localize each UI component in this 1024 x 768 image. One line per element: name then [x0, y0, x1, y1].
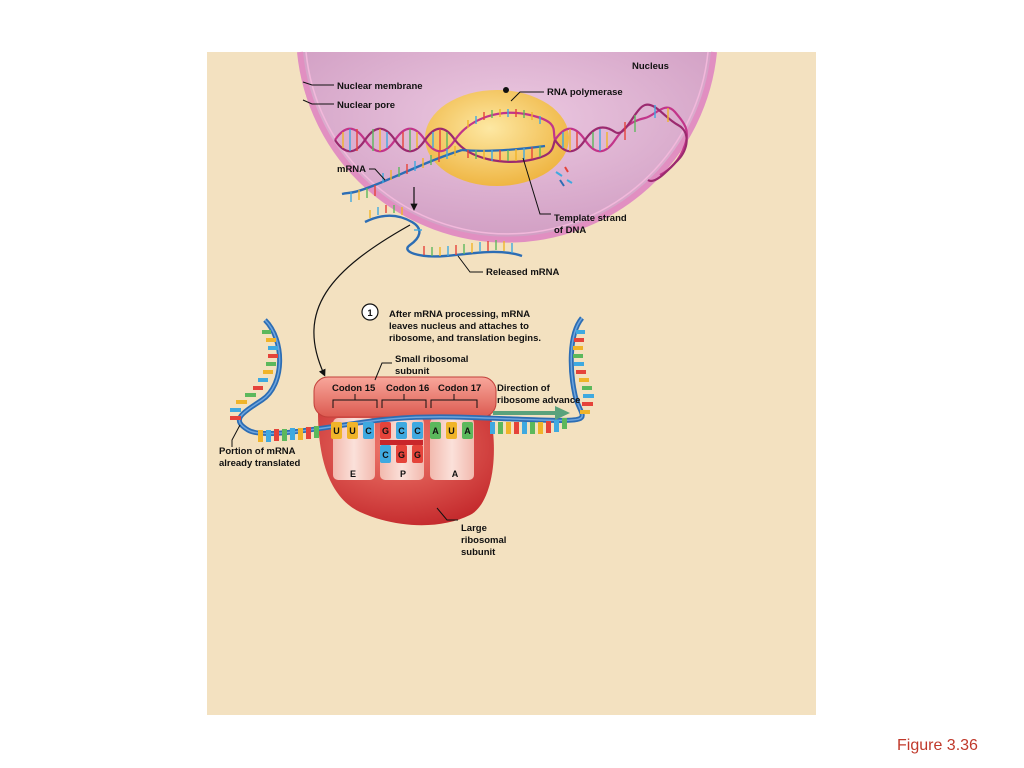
small-subunit-label-2: subunit	[395, 366, 430, 377]
rna-polymerase	[425, 90, 569, 186]
large-subunit-label: Large	[461, 523, 487, 534]
codon-base: G	[382, 426, 389, 436]
mrna-ribbon	[236, 316, 585, 436]
e-site-label: E	[350, 469, 356, 479]
step-description-1: After mRNA processing, mRNA	[389, 309, 530, 320]
codon-17-label: Codon 17	[438, 383, 481, 394]
dna-base-pairs	[342, 105, 669, 151]
bubble-bases	[467, 109, 541, 161]
codon-brackets	[332, 394, 478, 408]
rna-polymerase-label: RNA polymerase	[547, 87, 623, 98]
large-subunit-label-2: ribosomal	[461, 535, 506, 546]
step-number-circle	[361, 303, 379, 321]
ribosome-direction-arrow	[493, 406, 570, 420]
step-description-3: ribosome, and translation begins.	[389, 333, 541, 344]
leader-lines	[231, 81, 551, 521]
codon-base: A	[464, 426, 471, 436]
codon-base: U	[333, 426, 340, 436]
anticodon-base: G	[414, 450, 421, 460]
nuclear-pores	[297, 95, 723, 301]
mrna-growing-strand	[341, 146, 463, 202]
codon-base: C	[398, 426, 405, 436]
codon-base: C	[365, 426, 372, 436]
nucleus-label: Nucleus	[632, 61, 669, 72]
a-site-label: A	[452, 469, 459, 479]
direction-label: Direction of	[497, 383, 551, 394]
trna-anticodon: C G G	[380, 440, 423, 463]
anticodon-base: G	[398, 450, 405, 460]
codon-base: U	[448, 426, 455, 436]
step-number: 1	[367, 308, 373, 319]
small-subunit-label: Small ribosomal	[395, 354, 468, 365]
anticodon-base: C	[382, 450, 389, 460]
mrna-ribbon-bases	[230, 330, 594, 442]
figure-caption: Figure 3.36	[897, 737, 978, 754]
template-strand-label-2: of DNA	[554, 225, 586, 236]
codon-16-label: Codon 16	[386, 383, 429, 394]
translated-portion-label-2: already translated	[219, 458, 301, 469]
nuclear-pore-label: Nuclear pore	[337, 100, 395, 111]
codon-tiles	[331, 422, 473, 439]
codon-bases: U U C G C C A U A	[333, 426, 471, 436]
nucleotide-dot	[503, 87, 509, 93]
codon-base: U	[349, 426, 356, 436]
export-arrow	[313, 224, 411, 377]
transcription-bubble	[454, 111, 557, 163]
dna-helix	[334, 103, 689, 183]
large-subunit-label-3: subunit	[461, 547, 496, 558]
step-description-2: leaves nucleus and attaches to	[389, 321, 529, 332]
mrna-label: mRNA	[337, 164, 366, 175]
translated-portion-label: Portion of mRNA	[219, 446, 296, 457]
codon-15-label: Codon 15	[332, 383, 376, 394]
codon-base: C	[414, 426, 421, 436]
released-mrna-label: Released mRNA	[486, 267, 560, 278]
direction-label-2: ribosome advance	[497, 395, 580, 406]
template-strand-label: Template strand	[554, 213, 627, 224]
codon-base: A	[432, 426, 439, 436]
p-site-label: P	[400, 469, 406, 479]
free-nucleotides	[555, 166, 573, 187]
nuclear-membrane-label: Nuclear membrane	[337, 81, 423, 92]
released-mrna	[364, 205, 523, 258]
